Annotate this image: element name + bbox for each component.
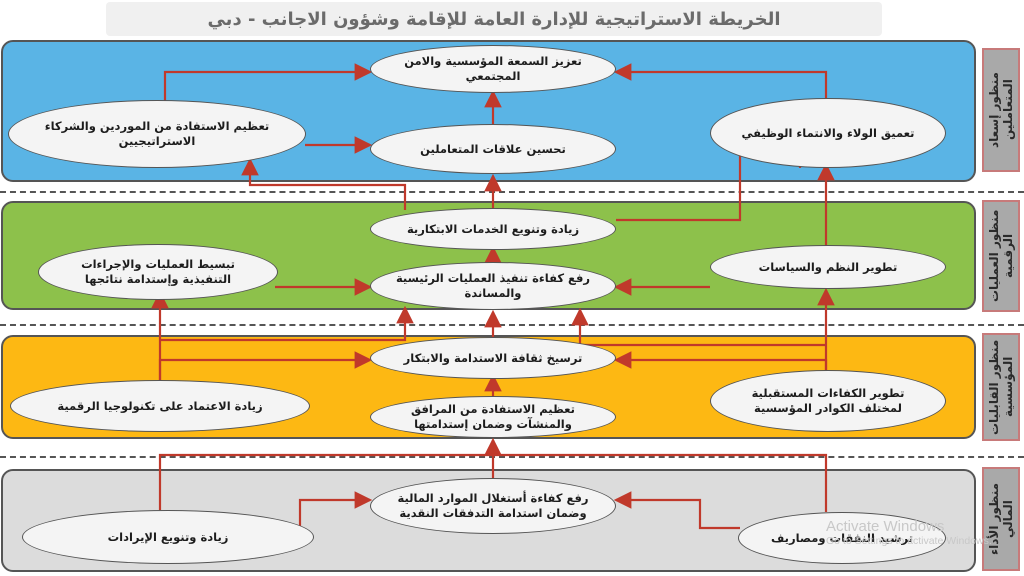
objective-resources-label: رفع كفاءة أستغلال الموارد المالية وضمان … [397,491,589,520]
objective-reputation[interactable]: تعزيز السمعة المؤسسية والامن المجتمعي [370,45,616,93]
title-banner: الخريطة الاستراتيجية للإدارة العامة للإق… [106,2,882,36]
arrow-services-to-partners [241,157,407,210]
objective-revenues[interactable]: زيادة وتنويع الإيرادات [22,510,314,564]
objective-partners-label: تعظيم الاستفادة من الموردين والشركاء الا… [44,119,270,148]
objective-efficiency-label: رفع كفاءة تنفيذ العمليات الرئيسية والمسا… [395,271,591,300]
objective-partners[interactable]: تعظيم الاستفادة من الموردين والشركاء الا… [8,100,306,168]
objective-expenses[interactable]: ترشيد النفقات ومصاريف [738,512,946,564]
objective-resources[interactable]: رفع كفاءة أستغلال الموارد المالية وضمان … [370,478,616,534]
objective-relations-label: تحسين علاقات المتعاملين [420,141,566,156]
arrow-technology-to-culture [158,351,373,380]
perspective-processes-tab: منظور العمليات الرقمية [982,200,1020,312]
divider-2 [0,324,1024,326]
arrow-partners-to-reputation [163,63,373,110]
objective-reputation-label: تعزيز السمعة المؤسسية والامن المجتمعي [404,54,582,83]
arrow-competencies-to-culture [613,351,828,370]
page-title: الخريطة الاستراتيجية للإدارة العامة للإق… [207,8,781,30]
objective-services[interactable]: زيادة وتنويع الخدمات الابتكارية [370,208,616,250]
objective-simplify[interactable]: تبسيط العمليات والإجراءات التنفيذية وإست… [38,244,278,300]
perspective-financial-tab: منظور الأداء المالي [982,467,1020,571]
objective-loyalty[interactable]: تعميق الولاء والانتماء الوظيفي [710,98,946,168]
arrow-revenues-up [158,453,493,510]
objective-relations[interactable]: تحسين علاقات المتعاملين [370,124,616,174]
objective-competencies-label: تطوير الكفاءات المستقبلية لمختلف الكوادر… [751,386,905,415]
perspective-capabilities-tab: منظور القابليات المؤسسية [982,333,1020,441]
objective-systems-label: تطوير النظم والسياسات [758,259,898,274]
objective-revenues-label: زيادة وتنويع الإيرادات [107,529,229,544]
objective-services-label: زيادة وتنويع الخدمات الابتكارية [406,221,580,236]
arrow-loyalty-to-reputation [613,63,828,108]
watermark-line-1: Activate Windows [826,518,945,535]
objective-culture[interactable]: ترسيخ ثقافة الاستدامة والابتكار [370,337,616,379]
arrow-expenses-up [493,453,828,512]
objective-expenses-label: ترشيد النفقات ومصاريف [770,530,914,545]
divider-1 [0,191,1024,193]
objective-systems[interactable]: تطوير النظم والسياسات [710,245,946,289]
arrow-technology-to-efficiency [160,305,414,342]
activation-watermark: Activate Windows Go to Settings to activ… [826,518,992,547]
objective-simplify-label: تبسيط العمليات والإجراءات التنفيذية وإست… [81,257,235,286]
objective-technology[interactable]: زيادة الاعتماد على تكنولوجيا الرقمية [10,380,310,432]
divider-3 [0,456,1024,458]
objective-facilities[interactable]: تعظيم الاستفادة من المرافق والمنشآت وضما… [370,396,616,438]
objective-culture-label: ترسيخ ثقافة الاستدامة والابتكار [403,350,583,365]
objective-efficiency[interactable]: رفع كفاءة تنفيذ العمليات الرئيسية والمسا… [370,262,616,310]
arrow-competencies-to-efficiency [571,307,826,347]
objective-technology-label: زيادة الاعتماد على تكنولوجيا الرقمية [57,398,263,413]
watermark-line-2: Go to Settings to activate Windows. [826,535,992,547]
objective-loyalty-label: تعميق الولاء والانتماء الوظيفي [741,125,915,140]
arrow-expenses-to-resources [613,491,740,530]
objective-competencies[interactable]: تطوير الكفاءات المستقبلية لمختلف الكوادر… [710,370,946,432]
objective-facilities-label: تعظيم الاستفادة من المرافق والمنشآت وضما… [411,402,575,431]
perspective-customers-tab: منظور إسعاد المتعاملين [982,48,1020,172]
